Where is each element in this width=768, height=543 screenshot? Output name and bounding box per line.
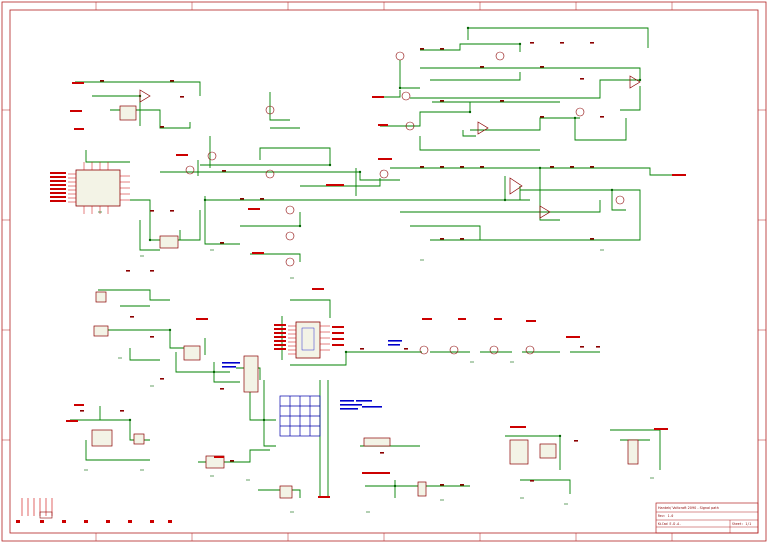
title-block-sheet: Sheet: 1/1 — [732, 522, 751, 526]
legend-block — [16, 498, 172, 523]
title-block-title: Hantek/ Voltcraft 2090 - Signal path — [658, 506, 719, 510]
opamp-triangles — [139, 75, 641, 219]
title-block: Hantek/ Voltcraft 2090 - Signal path Rev… — [655, 502, 759, 534]
sheet-inner-border — [9, 9, 759, 534]
ic-mcu-secondary — [288, 321, 330, 359]
ic-mcu-main — [68, 162, 130, 214]
mcu2-label-stack — [274, 324, 344, 350]
title-block-rev: Rev: 1.0 — [658, 514, 673, 518]
left-bus-label-stack — [50, 172, 66, 202]
key-matrix-net-labels — [340, 400, 382, 410]
wire-junctions — [128, 26, 642, 488]
title-block-tool: KiCad E.D.A. — [658, 522, 681, 526]
transistor-symbols — [185, 51, 625, 355]
ground-symbols — [84, 211, 654, 513]
blue-net-markers — [222, 340, 402, 368]
wire-network — [70, 27, 672, 498]
passive-components — [80, 42, 604, 486]
ic-small-blocks — [91, 105, 639, 499]
key-matrix — [279, 395, 321, 437]
net-label-flags — [66, 82, 686, 498]
